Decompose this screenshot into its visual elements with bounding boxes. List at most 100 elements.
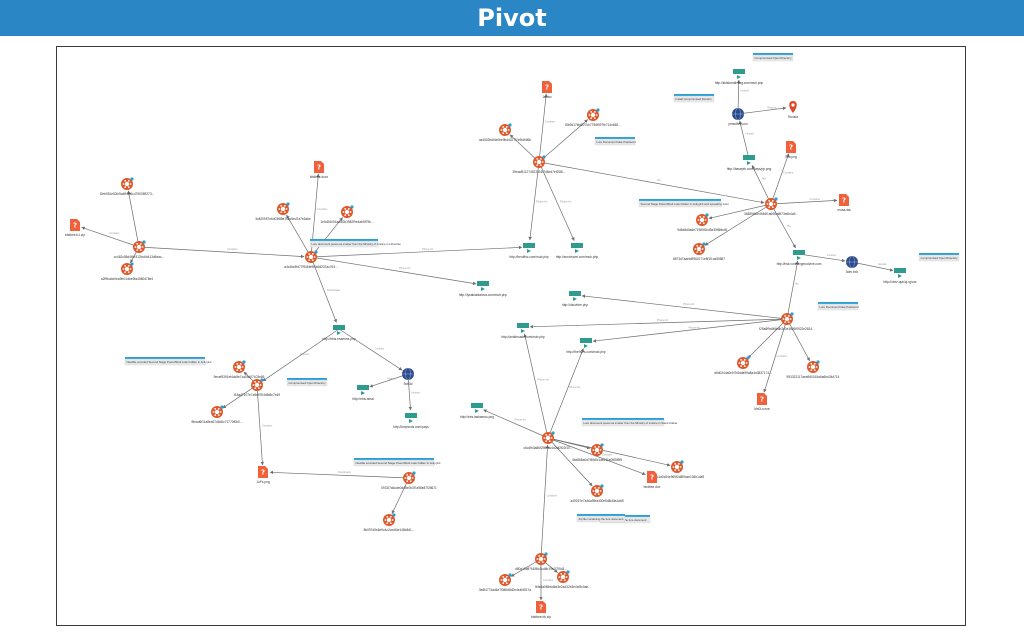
graph-node-url[interactable]: http://ebis.amal <box>352 385 374 401</box>
edge-h_mid_lower-h_s14 <box>391 477 410 514</box>
url-icon <box>571 243 583 248</box>
node-label: 34889f40e4946f1a66f5a8f73e6b4a9... <box>744 212 798 216</box>
graph-node-host[interactable]: 39ead911274922301f7d6b47ef20f8... <box>513 155 566 174</box>
node-label: a4c46c5fd77f946fe9f4468237ac763... <box>284 265 338 269</box>
url-icon <box>477 281 489 286</box>
graph-node-host[interactable]: a49267e7a46a95fa400e5d8c6fa1a68 <box>570 484 624 503</box>
edge-label: Contains <box>317 207 328 211</box>
graph-node-domain[interactable]: petsoffer.com <box>728 107 748 126</box>
edge-label: Phone-hit <box>657 318 668 322</box>
graph-node-host[interactable]: f18a47107e7a9ef7f04dfb8e7e49 <box>234 378 280 397</box>
edge-label: Phone-hit <box>515 418 526 422</box>
edge-label: Contains <box>545 120 556 124</box>
edge-label: Hosted <box>376 347 385 351</box>
edge-h_right-f7 <box>763 318 788 393</box>
graph-node-host[interactable]: 4bd868a0d7f4fb5c1ae211e0f85f9f9 <box>572 443 622 462</box>
graph-node-file[interactable]: ?bbdbee.doc <box>644 471 661 489</box>
graph-node-file[interactable]: ?1a.doc <box>542 81 552 99</box>
edge-label: Contains <box>109 231 120 235</box>
graph-node-url[interactable]: http://ebs.lasbamus.png <box>460 403 494 419</box>
graph-node-file[interactable]: ?Ivrb.png <box>785 141 797 159</box>
file-icon <box>542 81 552 93</box>
edge-h_right-u9 <box>592 318 788 343</box>
graph-node-host[interactable]: f2eb951e52fc9a4ff4f96c4790089273... <box>100 177 155 196</box>
graph-node-file[interactable]: ?mosa.dat <box>837 194 851 212</box>
graph-node-host[interactable]: 0931f7a6cde0d45e0b3f7a98e87f28671 <box>381 471 437 490</box>
graph-node-host[interactable]: a5d0244a0e07b5dda99a8a4a3837174... <box>714 356 772 375</box>
graph-node-url[interactable]: http://ebis.enamine.php <box>322 325 356 341</box>
file-icon <box>647 471 657 483</box>
graph-node-url[interactable]: http://bsk.vonbangmodvive.com <box>777 250 822 266</box>
graph-node-file[interactable]: ?1oFs.png <box>256 466 270 484</box>
url-icon <box>405 413 417 418</box>
graph-node-domain[interactable]: 5der.info <box>846 255 858 274</box>
location-pin-icon <box>789 101 797 113</box>
annotation-note: Lure document poses as a letter from the… <box>309 239 401 248</box>
graph-node-host[interactable]: 593322117aea960015a6a6bd34d714 <box>787 360 840 379</box>
graph-node-url[interactable]: http://cimz.qub/zj.rg/vzz <box>883 268 917 284</box>
graph-node-host[interactable]: a4c46c5fd77f946fe9f4468237ac763... <box>284 250 338 269</box>
graph-node-host[interactable]: 1e5d2d031ad4f2b3982f9e4ab5f79b... <box>320 205 374 224</box>
graph-node-url[interactable]: http://lysaklabtalova.com/mub.php <box>459 281 507 297</box>
annotation-note: Compromised Open Directory <box>918 253 960 262</box>
graph-node-host[interactable]: 3c820957e6d03f88e15ac5ed7a7e3a6e <box>255 202 311 221</box>
graph-node-url[interactable]: http://baseptb.com/pays/pp.png <box>727 155 772 171</box>
graph-node-url[interactable]: http://kidskreativitag.com/mub.php <box>715 69 764 85</box>
edge-label: Contains <box>602 453 613 457</box>
graph-node-host[interactable]: fbfe6a0f6bbd6d3e2a432b3e4bf3c0ab... <box>535 570 591 589</box>
graph-node-host[interactable]: 9ecef5391ef4dc8e7ca04d07403e85 <box>214 360 265 379</box>
svg-text:?: ? <box>539 604 543 612</box>
annotation-note-text: Compromised Open Directory <box>921 256 959 260</box>
graph-node-url[interactable]: http://beotifsc.com/mub.php <box>509 243 549 259</box>
edge-label: Phone-hit <box>422 247 433 251</box>
graph-node-url[interactable]: http://dzcvbbe.php <box>562 291 588 307</box>
edge-label: Via <box>787 224 791 228</box>
edge-h_right_top-u12 <box>751 165 772 205</box>
edge-label: Phone-hit <box>399 266 410 270</box>
node-label: b167c1a0c54e969f2d8f9cae136b1da9 <box>650 475 705 479</box>
graph-node-file[interactable]: ?Mx0Ls.exe <box>754 393 770 411</box>
edge-label: Contains <box>547 494 558 498</box>
svg-text:?: ? <box>261 469 265 477</box>
graph-node-host[interactable]: a2f9ba4e0ea9fe11dbe9fa4080d78e4 <box>101 262 153 281</box>
edge-label: Hosted <box>412 391 421 395</box>
graph-node-host[interactable]: 3e8f4774a46e7f3f6fd8d2e4e4fd517a <box>479 573 532 592</box>
graph-node-host[interactable]: b167c1a0c54e969f2d8f9cae136b1da9 <box>650 460 705 479</box>
graph-node-file[interactable]: ?bbdbee.bb.zip <box>531 601 551 619</box>
annotation-note: Second Stage PowerShell code hidden in J… <box>638 199 729 208</box>
graph-node-url[interactable]: http://thehyes.com/mub.php <box>566 338 606 354</box>
graph-node-file[interactable]: ?bbdbee.docx <box>310 161 329 179</box>
node-label: f8ead6f11a8ea97d6d0c71770f0b0... <box>192 420 243 424</box>
graph-node-host[interactable]: ca4502bdf4e0be9bd4027f7e9fdf4f6b <box>479 123 531 142</box>
node-label: 39ead911274922301f7d6b47ef20f8... <box>513 170 566 174</box>
graph-node-host[interactable]: 8b097d5e6e9c4c2cedf4e146b8d1... <box>364 513 415 532</box>
graph-node-host[interactable]: f8ead6f11a8ea97d6d0c71770f0b0... <box>192 405 243 424</box>
edge-label: Reports <box>300 352 310 356</box>
graph-node-host[interactable]: 9d8e8d0a6e71985f2cd5e35f8bbd8 <box>677 213 727 232</box>
graph-node-host[interactable]: c6c4fb3a86f298edc4d2df2f22f10... <box>523 431 573 450</box>
graph-node-host[interactable]: d80a19bff761f8fc2cd6b19e7f7f0d3... <box>515 552 567 571</box>
graph-node-host[interactable]: 8873d7aaefd9960171e8f1f1cd65887 <box>673 242 725 261</box>
graph-node-url[interactable]: http://eurotravel.com/mub.php <box>556 243 599 259</box>
graph-node-host[interactable]: f5b9d17bb8f27cb7798f097fe714c648... <box>565 108 621 127</box>
edge-h_mid_lower-f5 <box>269 470 410 479</box>
edge-h_center_top-f1 <box>538 93 548 163</box>
node-label: 593322117aea960015a6a6bd34d714 <box>787 375 840 379</box>
node-label: cc462c58d4f4e312bc6b413d6eac... <box>114 255 165 259</box>
graph-node-host[interactable]: cc462c58d4f4e312bc6b413d6eac... <box>114 240 165 259</box>
file-icon <box>258 466 268 478</box>
annotation-note-text: Lure Document Fake Password <box>597 140 637 144</box>
graph-node-url[interactable]: http://antidecadv.com/mub.php <box>501 323 545 339</box>
graph-node-domain[interactable]: 9ob3d <box>402 367 414 386</box>
graph-node-file[interactable]: ?bbdbee.b1.zip <box>65 219 85 237</box>
edge-label: Phone-hit <box>536 200 547 204</box>
graph-node-location[interactable]: Russia <box>788 101 798 119</box>
url-icon <box>733 69 745 74</box>
graph-node-host[interactable]: 34889f40e4946f1a66f5a8f73e6b4a9... <box>744 197 798 216</box>
annotation-note: NewWe encoded Second Stage PowerShell co… <box>353 458 441 467</box>
edge-h_center_top-h_s2 <box>538 119 588 163</box>
edge-label: Contains <box>262 424 273 428</box>
edge-h_left_lower-h_s12 <box>222 384 258 409</box>
graph-node-host[interactable]: f25a8f9a9f6bdb2c0e3b26f0922e2814... <box>759 312 815 331</box>
graph-node-url[interactable]: http://bmpsnds.com/pays <box>393 413 429 429</box>
